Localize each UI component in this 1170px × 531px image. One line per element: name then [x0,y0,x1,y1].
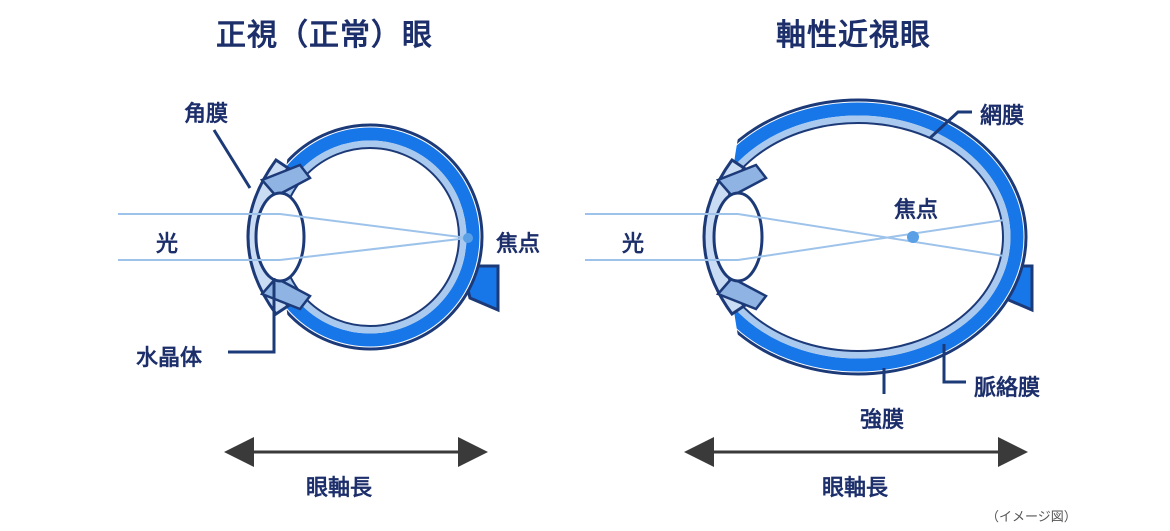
leader-lens [228,278,276,354]
focus-point-left [463,233,473,243]
light-ray-left-3 [279,213,469,239]
lens-shape-right [712,191,764,283]
choroid-label: 脈絡膜 [974,376,1041,401]
focus-label-right: 焦点 [894,198,939,223]
light-ray-right-3 [737,213,1005,257]
axial-length-label-right: 眼軸長 [822,476,889,501]
focus-label-left: 焦点 [496,232,541,257]
light-label-right: 光 [622,232,645,257]
axial-length-label-left: 眼軸長 [306,476,373,501]
light-label-left: 光 [156,232,179,257]
normal-eye-title: 正視（正常）眼 [216,18,433,53]
lens-label: 水晶体 [136,346,203,371]
leader-cornea [212,129,252,189]
lens-shape-left [254,191,306,283]
light-ray-right-4 [737,219,1005,261]
leader-choroid [942,344,966,384]
iris-lower-right [715,276,768,311]
illustration-note: （イメージ図） [986,510,1077,525]
iris-upper-right [715,163,768,198]
leader-retina [928,110,972,140]
cornea-label: 角膜 [184,102,229,127]
retina-label: 網膜 [980,104,1025,129]
iris-upper-left [259,163,312,198]
myopic-eye [585,98,1034,467]
normal-eye [118,120,500,467]
focus-point-right [907,231,919,243]
light-ray-left-4 [279,237,469,261]
sclera-label: 強膜 [860,408,905,433]
myopic-eye-title: 軸性近視眼 [776,18,931,53]
